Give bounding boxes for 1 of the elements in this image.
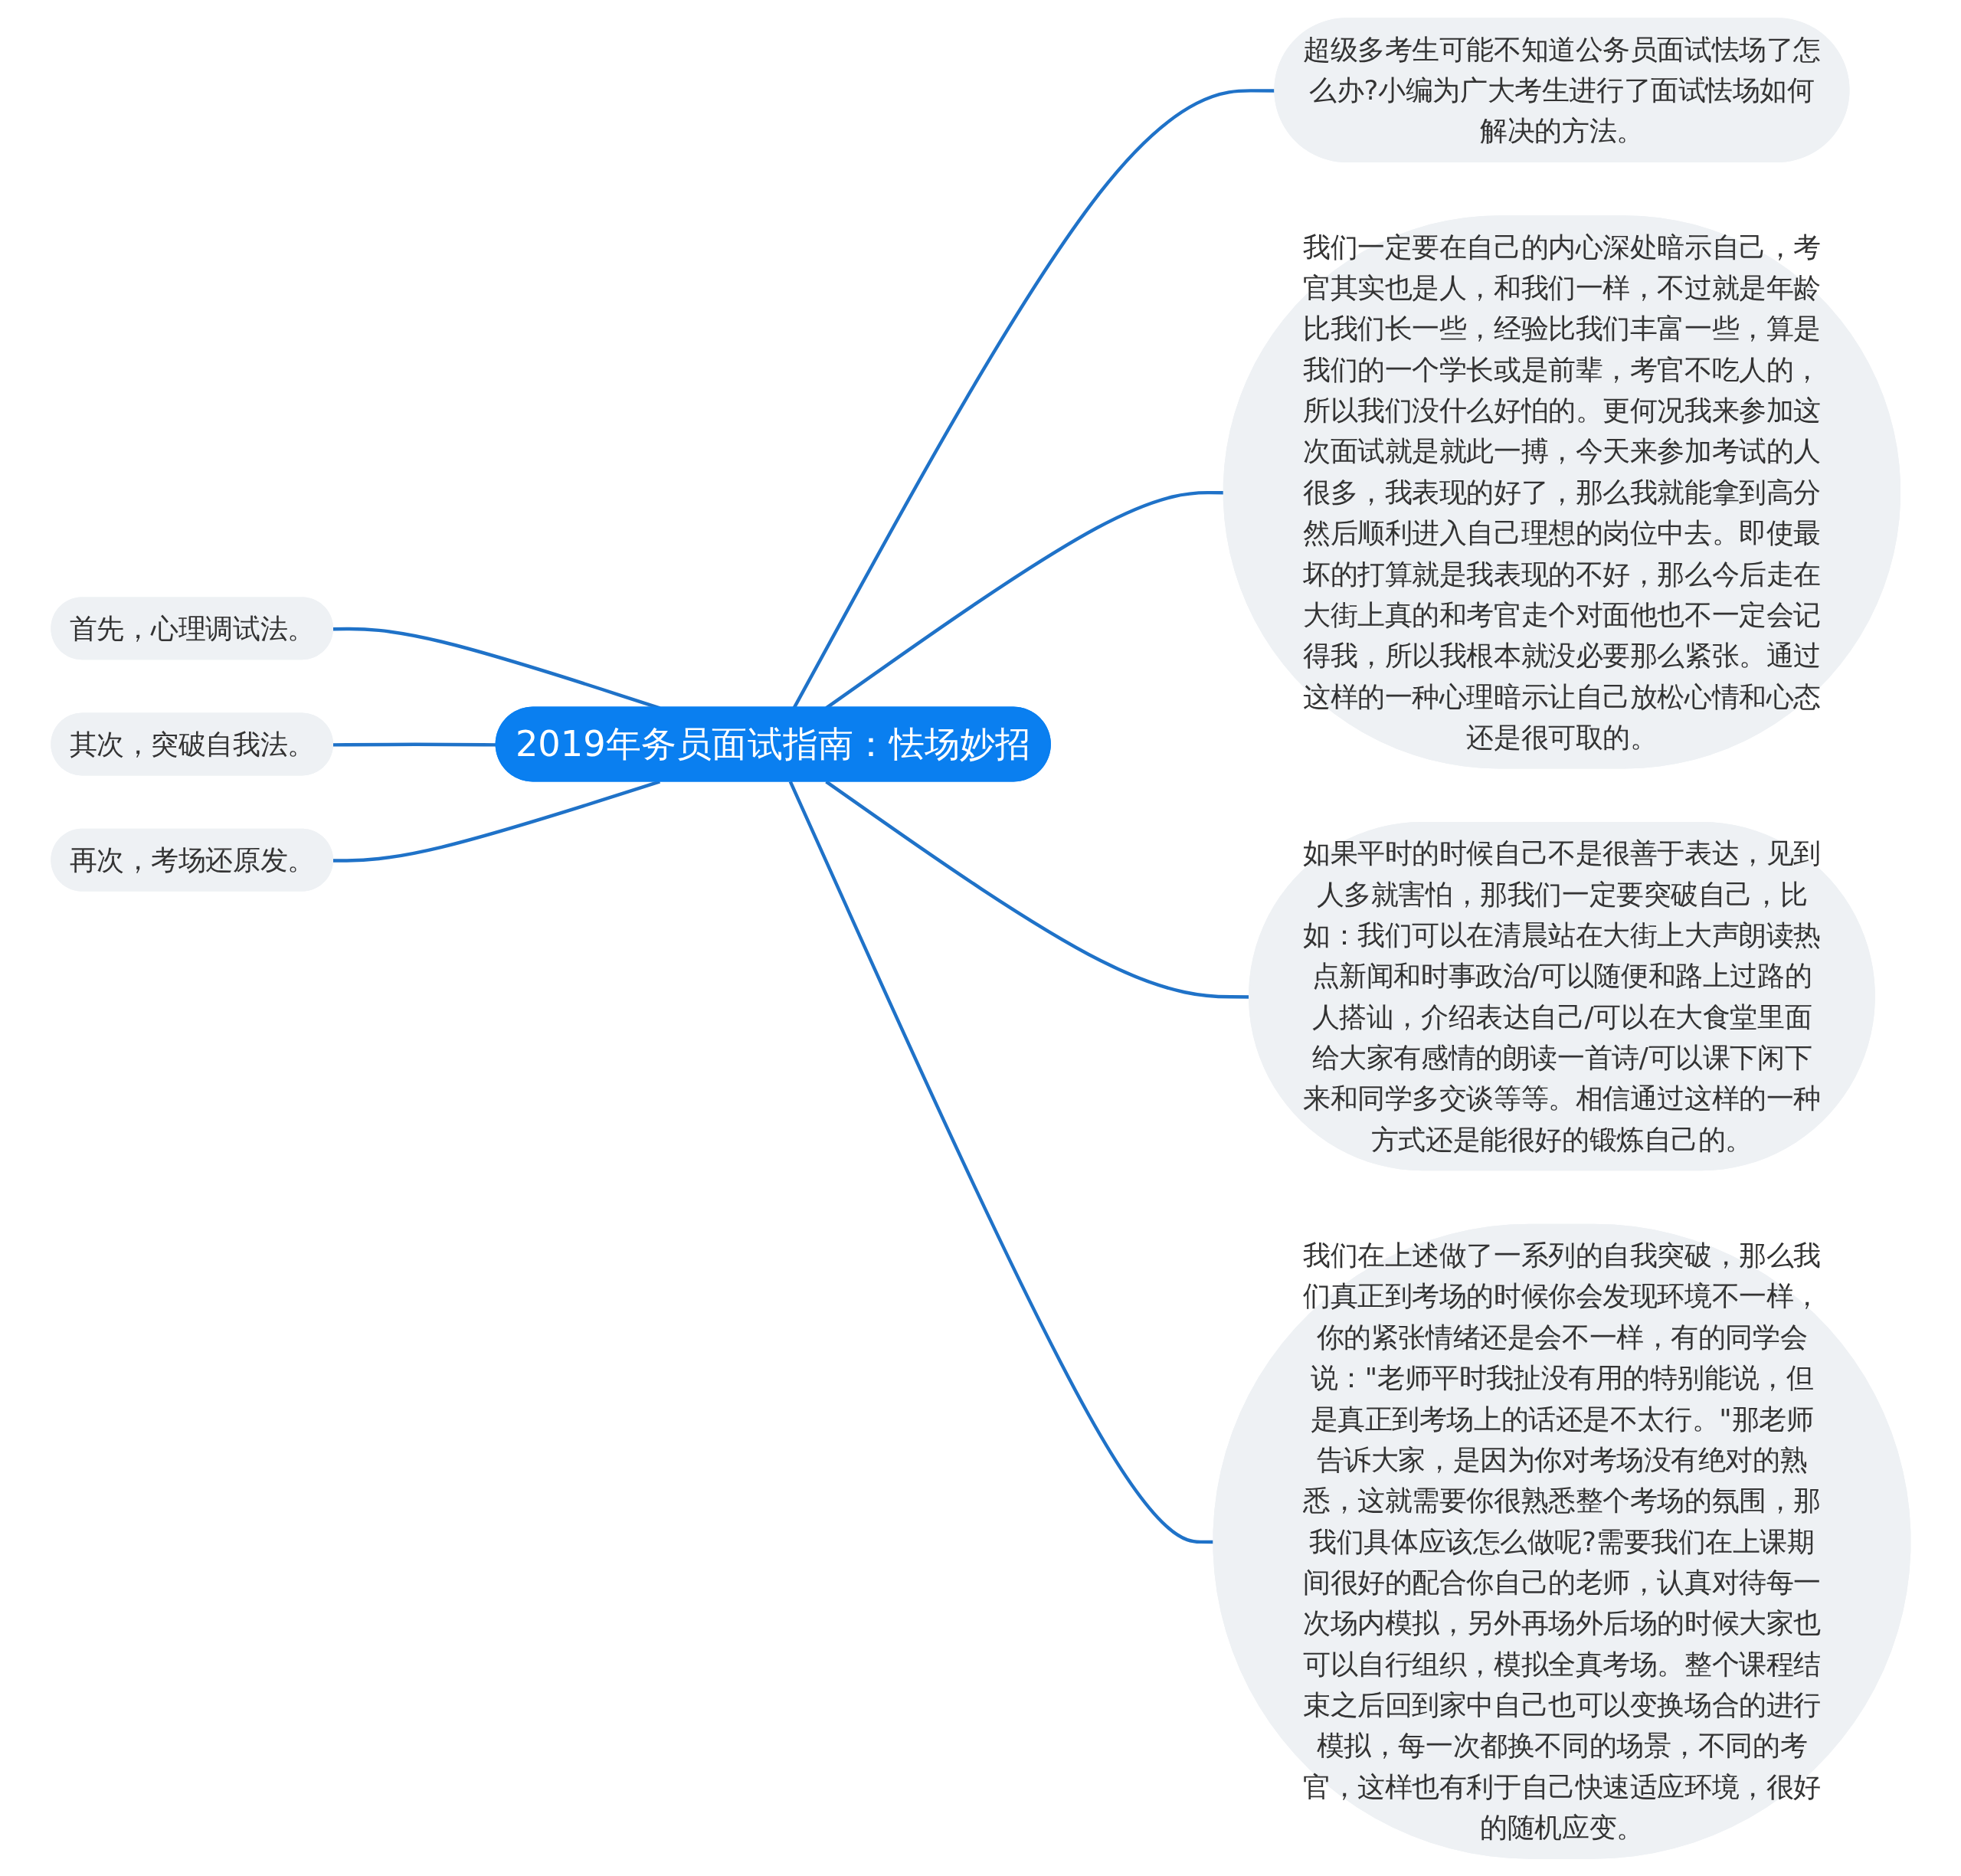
connector — [788, 781, 1214, 1544]
